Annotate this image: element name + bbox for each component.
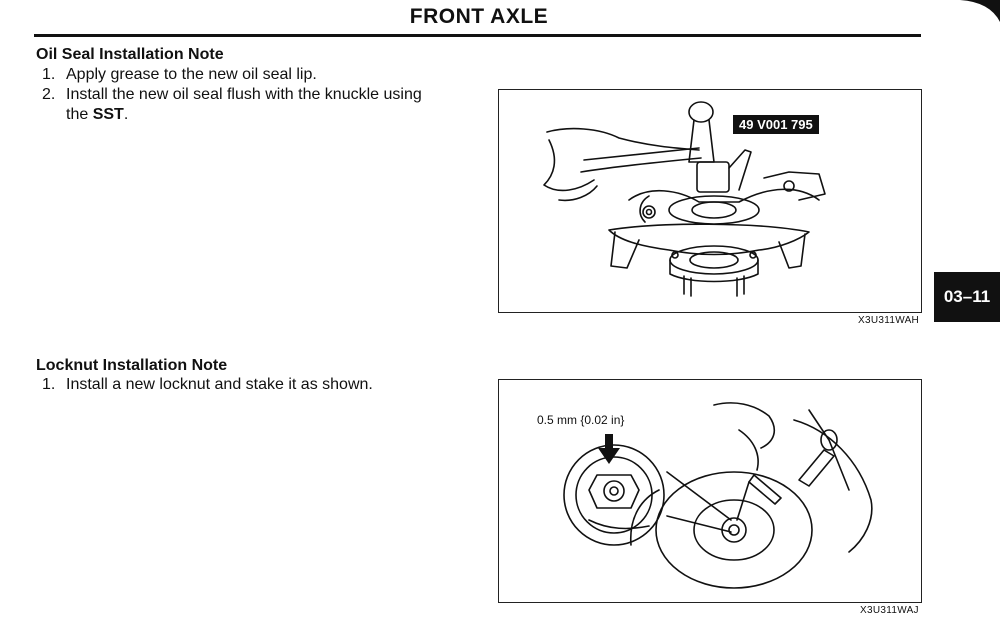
header-rule: [34, 34, 921, 37]
stake-arrow-stem: [605, 434, 613, 449]
oil-seal-figure-code: X3U311WAH: [858, 315, 920, 326]
list-item: 1. Apply grease to the new oil seal lip.: [42, 65, 432, 85]
list-item: 1. Install a new locknut and stake it as…: [42, 375, 442, 395]
step-text: Install the new oil seal flush with the …: [66, 86, 422, 123]
locknut-illustration: [563, 402, 873, 589]
locknut-figure: 0.5 mm {0.02 in}: [498, 379, 922, 603]
oil-seal-steps: 1. Apply grease to the new oil seal lip.…: [42, 65, 432, 125]
sst-emphasis: SST: [92, 106, 124, 123]
section-tab-label: 03–11: [943, 287, 991, 306]
header-title: FRONT AXLE: [409, 5, 549, 28]
step-number: 1.: [42, 66, 56, 83]
locknut-heading: Locknut Installation Note: [36, 357, 228, 374]
stake-arrow-icon: [598, 448, 620, 464]
section-tab: 03–11: [934, 272, 1000, 322]
locknut-figure-code: X3U311WAJ: [860, 605, 919, 616]
step-text: Apply grease to the new oil seal lip.: [66, 66, 317, 83]
oil-seal-heading: Oil Seal Installation Note: [36, 46, 224, 63]
stake-depth-label: 0.5 mm {0.02 in}: [537, 413, 625, 427]
step-number: 1.: [42, 376, 56, 393]
list-item: 2. Install the new oil seal flush with t…: [42, 85, 432, 125]
oil-seal-figure: 49 V001 795: [498, 89, 922, 313]
step-number: 2.: [42, 86, 56, 103]
step-text: Install a new locknut and stake it as sh…: [66, 376, 373, 393]
oil-seal-illustration: [543, 101, 826, 297]
sst-part-number-label: 49 V001 795: [733, 115, 819, 134]
page-corner-decoration: [960, 0, 1000, 22]
locknut-steps: 1. Install a new locknut and stake it as…: [42, 375, 442, 395]
